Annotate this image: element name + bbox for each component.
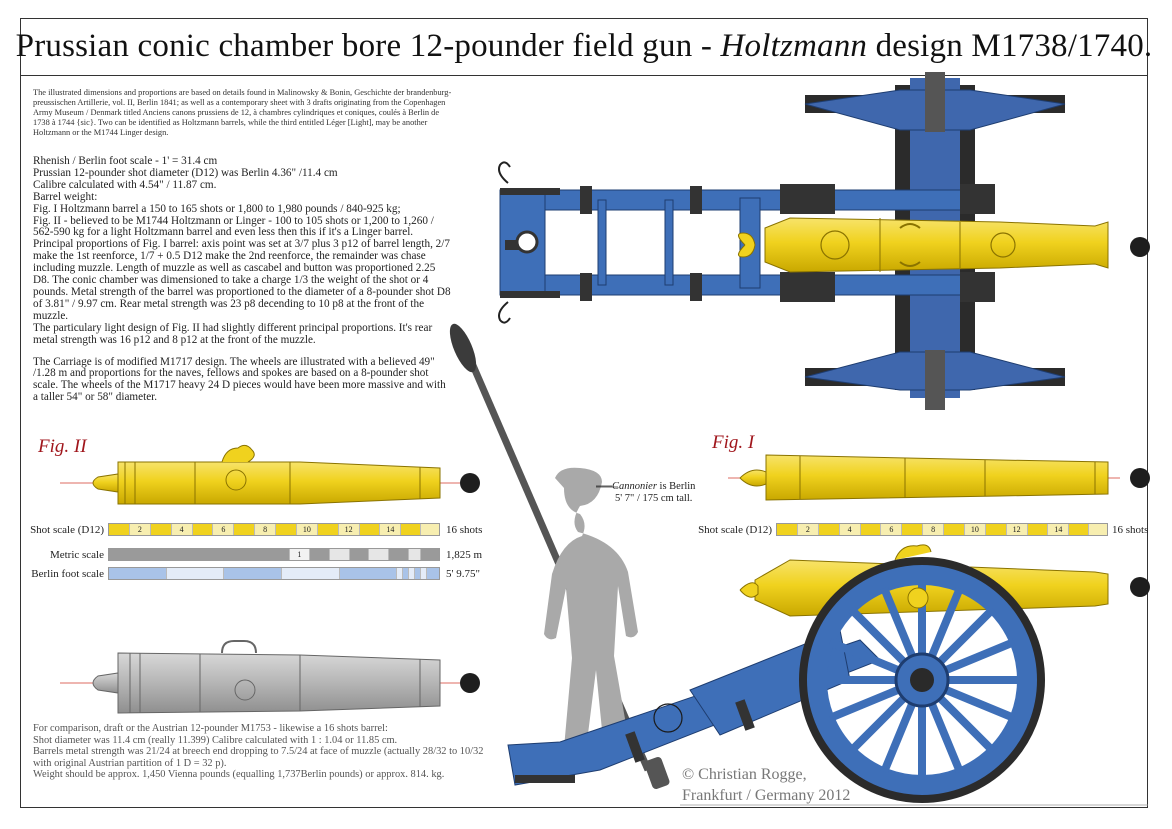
- carriage-monogram: [653, 703, 683, 733]
- side-view-gun-carriage: [507, 544, 1150, 803]
- berlin-foot-scale-bar: [108, 567, 440, 580]
- copyright-place: Frankfurt / Germany 2012: [682, 787, 851, 804]
- cannonier-silhouette: [449, 323, 670, 790]
- metric-scale-bar: 1: [108, 548, 440, 561]
- fig2-weight: Fig. II - believed to be M1744 Holtzmann…: [33, 214, 434, 239]
- fig2-label: Fig. II: [38, 436, 87, 457]
- cannonier-height: 5' 7" / 175 cm tall.: [615, 493, 693, 504]
- side-view-wheel: [799, 557, 1045, 803]
- light-design-note: The particulary light design of Fig. II …: [33, 321, 433, 346]
- intro-text: The illustrated dimensions and proportio…: [33, 88, 452, 138]
- title-name: Holtzmann: [720, 28, 868, 64]
- berlin-foot-scale-end: 5' 9.75": [446, 568, 480, 580]
- rammer-sponge: [449, 323, 477, 373]
- top-wheel-upper: [804, 72, 1066, 132]
- shot-diameter-line: Prussian 12-pounder shot diameter (D12) …: [33, 166, 338, 179]
- calibre-line: Calibre calculated with 4.54" / 11.87 cm…: [33, 178, 217, 191]
- berlin-foot-scale-label: Berlin foot scale: [31, 568, 104, 580]
- fig1-label: Fig. I: [712, 432, 755, 453]
- page-frame: [20, 18, 1148, 808]
- iron-fittings: [500, 184, 995, 302]
- carriage-note: The Carriage is of modified M1717 design…: [33, 355, 446, 404]
- top-view-cascabel: [738, 232, 756, 258]
- fig1-shot-scale-bar: 2 4 6 8 10 12 14: [776, 523, 1108, 536]
- body-text: Rhenish / Berlin foot scale - 1' = 31.4 …: [33, 155, 453, 404]
- title-box: Prussian conic chamber bore 12-pounder f…: [16, 18, 1152, 76]
- top-view-gun-carriage: [498, 72, 1150, 410]
- soldier-figure: [544, 467, 638, 752]
- comparison-line-4: Weight should be approx. 1,450 Vienna po…: [33, 769, 445, 781]
- principal-proportions: Principal proportions of Fig. I barrel: …: [33, 238, 451, 322]
- comparison-line-2: Shot diameter was 11.4 cm (really 11.399…: [33, 734, 398, 746]
- side-view-shot: [1130, 577, 1150, 597]
- fig2-shot-scale-end: 16 shots: [446, 524, 483, 536]
- fig1-shot: [1130, 468, 1150, 488]
- page-title: Prussian conic chamber bore 12-pounder f…: [15, 28, 1153, 64]
- cannonier-caption: Cannonier is Berlin 5' 7" / 175 cm tall.: [612, 481, 696, 504]
- top-view-barrel: [764, 217, 1109, 273]
- austrian-shot: [460, 673, 480, 693]
- fig2-barrel: [60, 444, 480, 505]
- metric-scale-label: Metric scale: [49, 549, 104, 561]
- fig2-dolphins: [221, 444, 255, 463]
- top-view-crest: [820, 230, 850, 260]
- foot-scale-line: Rhenish / Berlin foot scale - 1' = 31.4 …: [33, 155, 218, 167]
- austrian-barrel: [60, 640, 480, 714]
- copyright-author: © Christian Rogge,: [682, 766, 807, 783]
- fig1-weight: Fig. I Holtzmann barrel a 150 to 165 sho…: [33, 202, 401, 215]
- comparison-line-3: Barrels metal strength was 21/24 at bree…: [33, 746, 484, 769]
- top-view-shot: [1130, 237, 1150, 257]
- fig2-shot-scale-label: Shot scale (D12): [30, 524, 104, 536]
- austrian-comparison: For comparison, draft or the Austrian 12…: [33, 723, 503, 781]
- comparison-line-1: For comparison, draft or the Austrian 12…: [33, 723, 388, 734]
- fig1-shot-scale-label: Shot scale (D12): [698, 524, 772, 536]
- top-wheel-lower: [804, 350, 1066, 410]
- fig2-shot: [460, 473, 480, 493]
- metric-scale-end: 1,825 m: [446, 549, 483, 561]
- fig2-shot-scale-bar: 2 4 6 8 10 12 14: [108, 523, 440, 536]
- copyright: © Christian Rogge, Frankfurt / Germany 2…: [682, 764, 850, 806]
- fig1-shot-scale-end: 16 shots: [1112, 524, 1149, 536]
- cannonier-name: Cannonier: [612, 481, 657, 492]
- weight-heading: Barrel weight:: [33, 190, 98, 203]
- fig1-barrel: [728, 454, 1150, 501]
